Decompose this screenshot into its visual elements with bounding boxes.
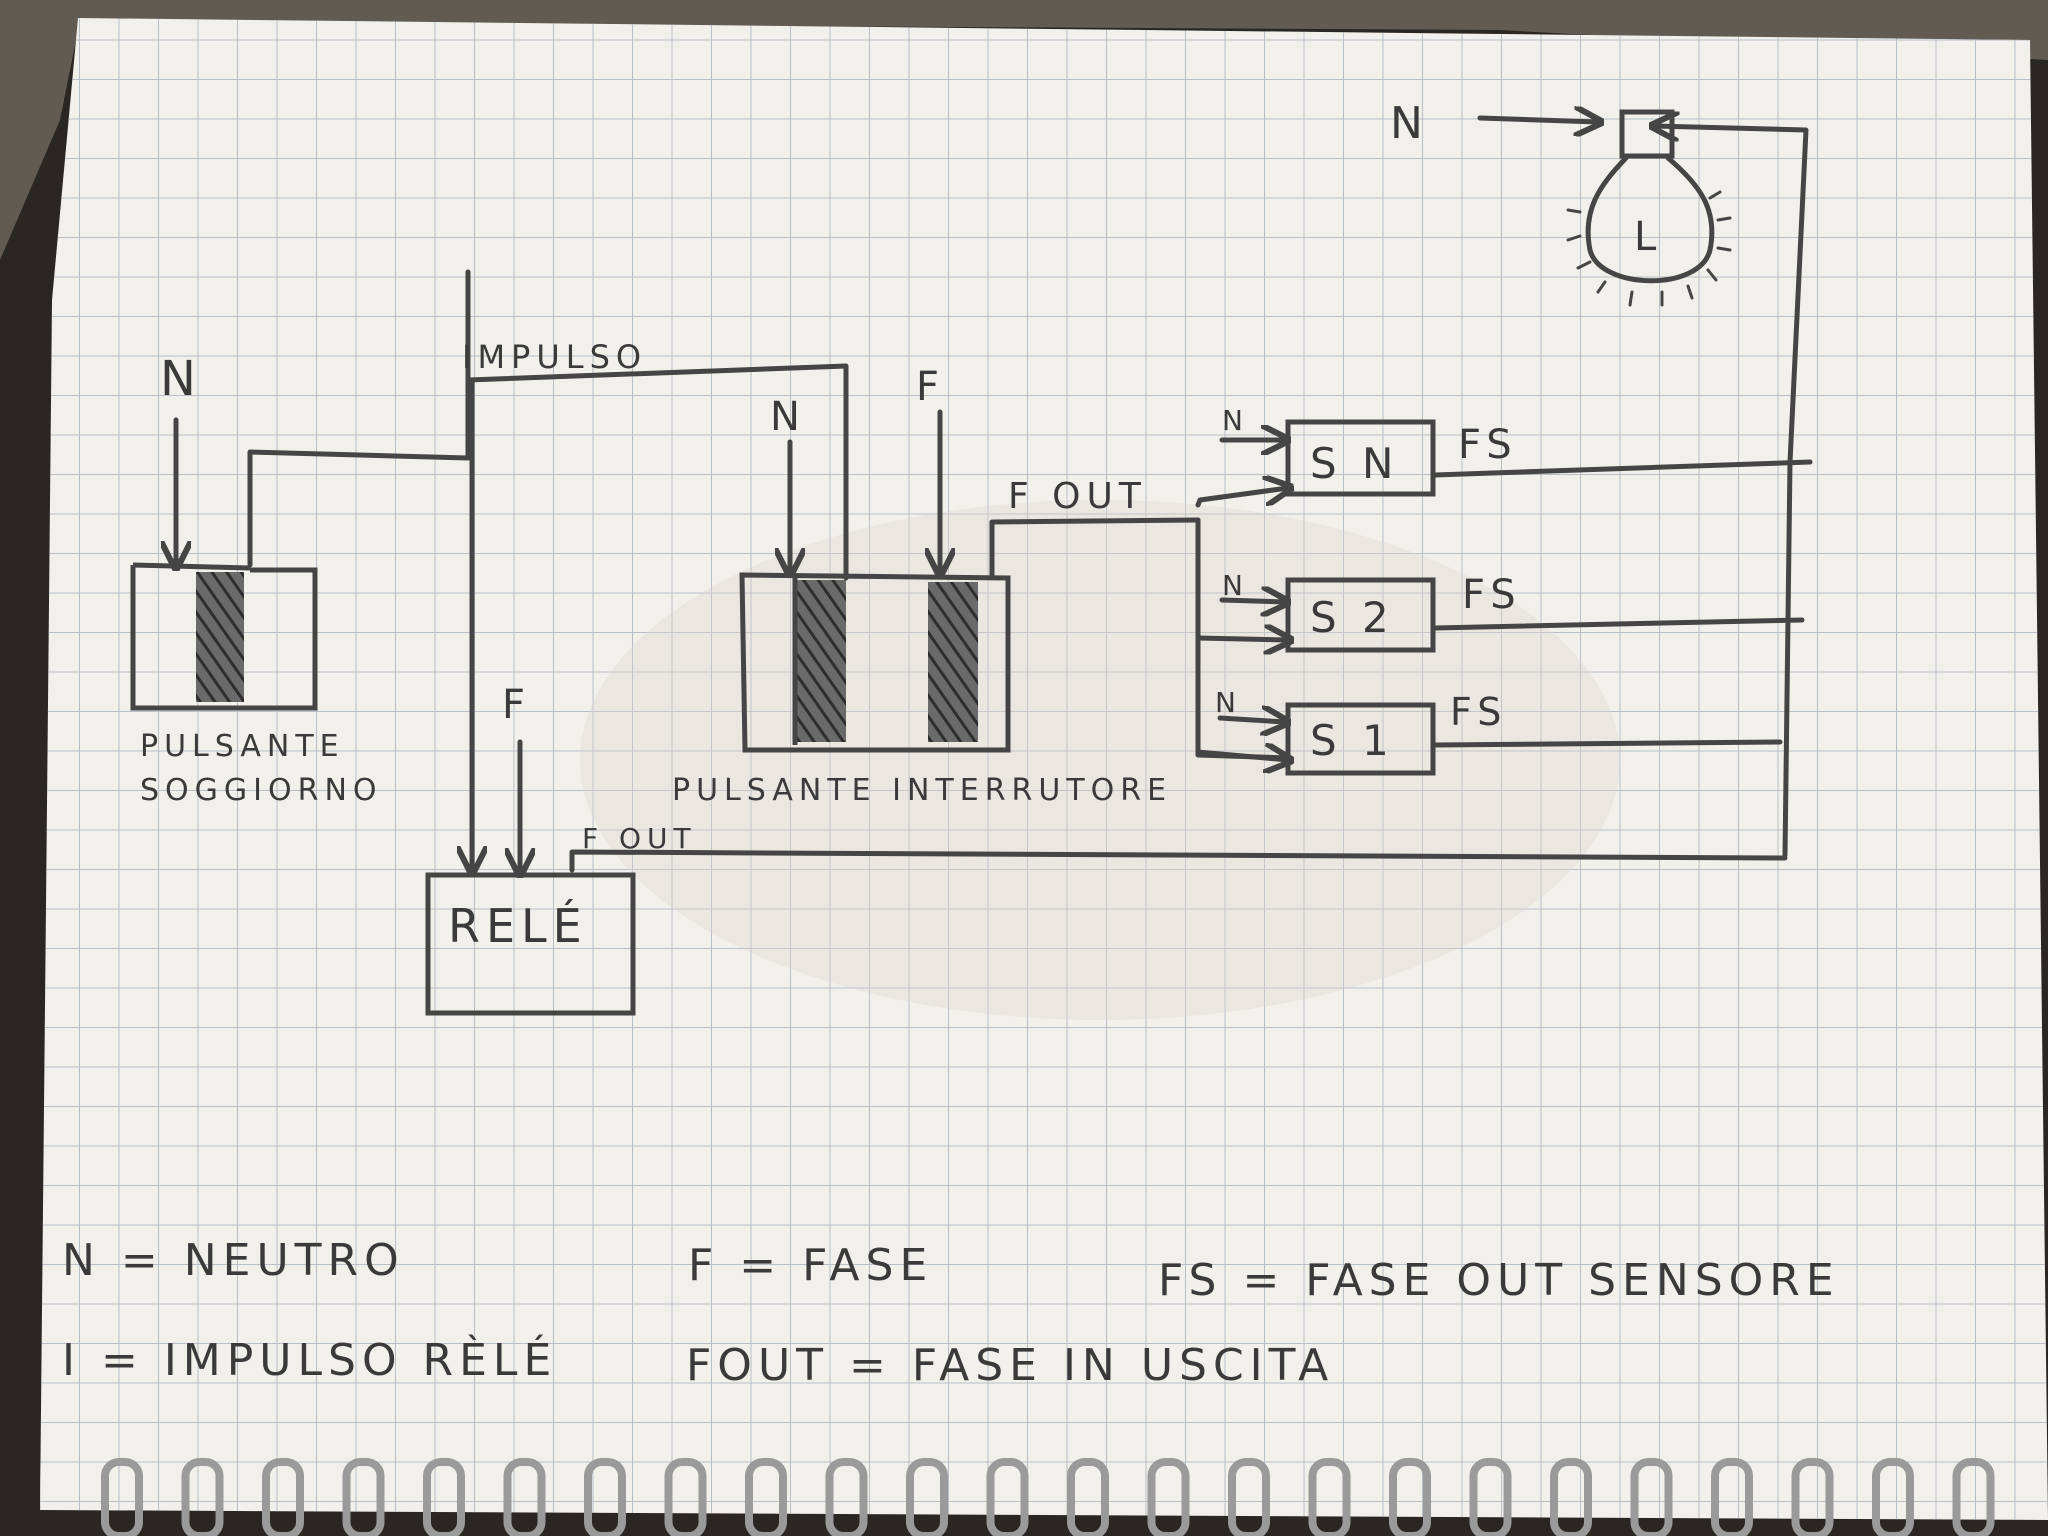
paper-sheet xyxy=(40,18,2048,1520)
sensor-s1-box xyxy=(1285,702,1436,776)
rele-box xyxy=(425,872,636,1016)
fout-bottom-label: F OUT xyxy=(582,822,697,855)
spiral-ring xyxy=(503,1458,546,1536)
spiral-binding-icon xyxy=(101,1458,1995,1536)
spiral-ring xyxy=(1630,1458,1673,1536)
sensor-s1-name: S 1 xyxy=(1310,716,1395,765)
spiral-ring xyxy=(1872,1458,1914,1536)
spiral-ring xyxy=(342,1458,385,1536)
spiral-ring xyxy=(1389,1458,1431,1536)
pulsante-soggiorno-label-2: SOGGIORNO xyxy=(140,773,383,808)
spiral-ring xyxy=(986,1458,1029,1536)
pulsante-soggiorno xyxy=(130,562,318,711)
lightbulb-icon xyxy=(1566,109,1732,307)
lamp-label: L xyxy=(1634,214,1662,260)
impulso-label: IMPULSO xyxy=(462,338,647,376)
pulsante-interruttore-label: PULSANTE INTERRUTORE xyxy=(672,773,1172,808)
fout-top-wire xyxy=(989,517,1201,578)
fs-s1-wire xyxy=(1432,739,1783,748)
n-lamp-wire xyxy=(1477,118,1598,122)
spiral-ring xyxy=(1711,1458,1753,1536)
legend: N = NEUTRO F = FASE FS = FASE OUT SENSOR… xyxy=(62,1235,1840,1391)
labels: N IMPULSO N F F OUT N L F F OUT RELÉ PUL… xyxy=(140,98,1662,953)
sensor-s2-box xyxy=(1285,577,1436,653)
legend-fase-in-uscita: FOUT = FASE IN USCITA xyxy=(686,1340,1334,1391)
n-lamp-label: N xyxy=(1390,98,1429,149)
spiral-ring xyxy=(825,1458,868,1536)
spiral-ring xyxy=(262,1458,304,1536)
sensor-sn-n-label: N xyxy=(1222,404,1249,437)
spiral-ring xyxy=(584,1458,626,1536)
spiral-ring xyxy=(181,1458,224,1536)
sensor-s1-fs-label: FS xyxy=(1450,690,1507,734)
fs-s2-wire xyxy=(1432,617,1805,631)
fout-top-label: F OUT xyxy=(1008,476,1147,517)
spiral-ring xyxy=(1228,1458,1270,1536)
spiral-ring xyxy=(101,1458,143,1536)
sensor-sn-name: S N xyxy=(1310,439,1399,488)
spiral-ring xyxy=(745,1458,787,1536)
fout-bottom-wire xyxy=(569,849,1788,873)
wires xyxy=(176,118,1813,873)
rele-label: RELÉ xyxy=(448,899,588,953)
spiral-ring xyxy=(423,1458,465,1536)
lamp-return-wire xyxy=(1655,126,1809,858)
n-soggiorno-label: N xyxy=(160,351,202,407)
f-interruttore-label: F xyxy=(916,364,945,410)
impulso-wire xyxy=(247,269,849,581)
spiral-ring xyxy=(1308,1458,1351,1536)
pulsante-soggiorno-label-1: PULSANTE xyxy=(140,729,345,764)
sensor-s1-n-label: N xyxy=(1215,686,1242,719)
spiral-ring xyxy=(1952,1458,1995,1536)
spiral-ring xyxy=(906,1458,948,1536)
sensor-s2-name: S 2 xyxy=(1310,593,1395,642)
spiral-ring xyxy=(1469,1458,1512,1536)
sensor-sn-fs-label: FS xyxy=(1458,422,1518,468)
legend-neutro: N = NEUTRO xyxy=(62,1235,405,1286)
pulsante-interruttore xyxy=(739,572,1011,753)
spiral-ring xyxy=(1550,1458,1592,1536)
sensor-s2-fs-label: FS xyxy=(1462,572,1522,618)
spiral-ring xyxy=(1791,1458,1834,1536)
sensor-labels: N S N FS N S 2 FS N S 1 FS xyxy=(1215,404,1522,765)
legend-impulso-rele: I = IMPULSO RÈLÉ xyxy=(62,1333,557,1386)
legend-fase: F = FASE xyxy=(688,1240,933,1291)
spiral-ring xyxy=(1147,1458,1190,1536)
spiral-ring xyxy=(664,1458,707,1536)
n-interruttore-label: N xyxy=(770,394,806,440)
spiral-ring xyxy=(1067,1458,1109,1536)
sensor-s2-n-label: N xyxy=(1222,569,1249,602)
legend-fase-out-sensore: FS = FASE OUT SENSORE xyxy=(1158,1255,1840,1306)
sensor-sn-box xyxy=(1285,419,1436,497)
fs-sn-wire xyxy=(1432,459,1813,478)
f-rele-label: F xyxy=(502,682,531,728)
